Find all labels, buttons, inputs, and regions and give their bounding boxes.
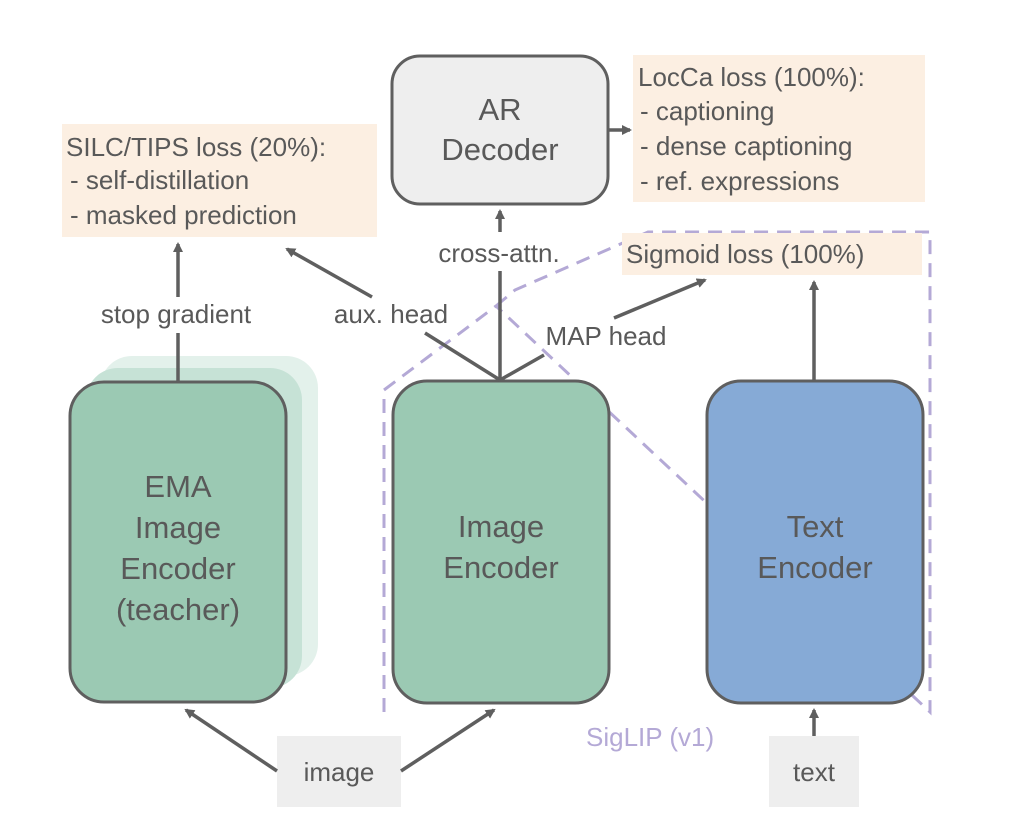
image-input-box: image bbox=[277, 736, 401, 807]
arrow-image-encoder-aux bbox=[424, 331, 501, 382]
locca-loss-item: - ref. expressions bbox=[640, 166, 839, 196]
image-encoder-label: Image bbox=[458, 509, 544, 544]
arrow-map-head-to-sigmoid bbox=[613, 278, 707, 320]
map-head-label: MAP head bbox=[546, 321, 667, 351]
text-input-label: text bbox=[793, 757, 836, 787]
siglip-group-border bbox=[382, 230, 932, 716]
stop-gradient-label: stop gradient bbox=[101, 299, 252, 329]
ema-encoder-label: Encoder bbox=[120, 551, 235, 586]
text-encoder-label: Encoder bbox=[757, 550, 872, 585]
ema-image-encoder-block: EMA Image Encoder (teacher) bbox=[68, 380, 288, 704]
arrow-aux-head-to-silc bbox=[285, 247, 373, 299]
text-encoder-block: Text Encoder bbox=[705, 379, 925, 705]
siglip-group-label: SigLIP (v1) bbox=[586, 722, 714, 752]
locca-loss-item: - dense captioning bbox=[640, 131, 852, 161]
arrow-image-to-ema-encoder bbox=[184, 708, 278, 773]
sigmoid-loss-title: Sigmoid loss (100%) bbox=[626, 239, 864, 269]
silc-loss-title: SILC/TIPS loss (20%): bbox=[66, 132, 326, 162]
ema-encoder-label: EMA bbox=[144, 469, 212, 504]
ema-encoder-label: Image bbox=[135, 510, 221, 545]
cross-attn-label: cross-attn. bbox=[438, 238, 559, 268]
ar-decoder-label: Decoder bbox=[441, 132, 558, 167]
image-encoder-label: Encoder bbox=[443, 550, 558, 585]
text-encoder-label: Text bbox=[787, 509, 844, 544]
locca-loss-title: LocCa loss (100%): bbox=[638, 62, 865, 92]
image-input-label: image bbox=[304, 757, 375, 787]
locca-loss-box: LocCa loss (100%): - captioning - dense … bbox=[633, 55, 925, 202]
ar-decoder-block: AR Decoder bbox=[390, 54, 610, 206]
arrow-image-to-image-encoder bbox=[400, 708, 496, 773]
ar-decoder-label: AR bbox=[478, 92, 521, 127]
silc-loss-box: SILC/TIPS loss (20%): - self-distillatio… bbox=[62, 124, 377, 237]
sigmoid-loss-box: Sigmoid loss (100%) bbox=[622, 233, 922, 275]
silc-loss-item: - self-distillation bbox=[70, 165, 249, 195]
silc-loss-item: - masked prediction bbox=[70, 200, 297, 230]
image-encoder-block: Image Encoder bbox=[391, 379, 611, 705]
text-input-box: text bbox=[769, 736, 859, 807]
ema-encoder-label: (teacher) bbox=[116, 592, 240, 627]
locca-loss-item: - captioning bbox=[640, 96, 774, 126]
arrow-image-encoder-map bbox=[499, 353, 545, 382]
aux-head-label: aux. head bbox=[334, 299, 448, 329]
